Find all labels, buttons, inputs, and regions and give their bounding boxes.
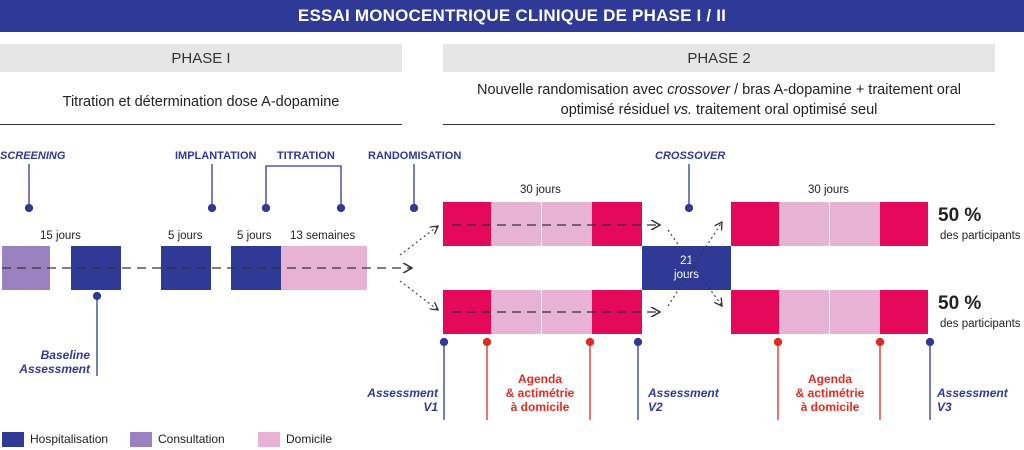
domicile-block <box>779 202 829 246</box>
assessment-text: Assessment <box>937 386 1008 400</box>
percent-top-sub: des participants <box>940 230 1021 242</box>
legend-hospitalisation-swatch <box>2 432 24 447</box>
domicile-block <box>779 290 829 334</box>
desc-text: traitement oral optimisé seul <box>692 102 878 118</box>
desc-text: / bras A-dopamine + traitement oral <box>730 82 961 98</box>
assessment-text: Assessment <box>367 386 438 400</box>
assessment-v1-label: Assessment V1 <box>362 386 438 414</box>
agenda-line: Agenda <box>517 372 562 386</box>
desc-italic: crossover <box>667 82 731 98</box>
legend-domicile-swatch <box>258 432 280 447</box>
intervention-block <box>880 290 928 334</box>
washout-block: 21 jours <box>642 246 731 290</box>
domicile-block <box>542 202 592 246</box>
intervention-block <box>443 202 491 246</box>
percent-top: 50 % <box>938 205 982 226</box>
randomisation-label: RANDOMISATION <box>368 150 462 162</box>
agenda-label-1: Agenda & actimétrie à domicile <box>494 372 586 414</box>
legend-domicile-label: Domicile <box>286 432 333 446</box>
agenda-line: & actimétrie <box>795 386 865 400</box>
percent-bottom: 50 % <box>938 293 982 314</box>
intervention-block <box>731 202 779 246</box>
baseline-assessment-label: Baseline Assessment <box>18 348 90 376</box>
intervention-block <box>592 202 642 246</box>
duration-titration: 5 jours <box>237 230 272 242</box>
domicile-block <box>830 290 880 334</box>
phase1-divider <box>0 124 402 125</box>
intervention-block <box>880 202 928 246</box>
baseline-line2: Assessment <box>19 362 90 376</box>
agenda-line: à domicile <box>510 400 570 414</box>
assessment-visit: V3 <box>937 400 952 414</box>
implantation-label: IMPLANTATION <box>175 150 257 162</box>
phase2-divider <box>443 124 995 125</box>
phase1-header-label: PHASE I <box>171 49 231 67</box>
domicile-block <box>830 202 880 246</box>
page-title: ESSAI MONOCENTRIQUE CLINIQUE DE PHASE I … <box>0 0 1024 32</box>
phase1-description: Titration et détermination dose A-dopami… <box>62 94 340 110</box>
phase2-header: PHASE 2 <box>443 44 995 72</box>
washout-unit: jours <box>674 269 699 281</box>
percent-bottom-sub: des participants <box>940 318 1021 330</box>
baseline-line1: Baseline <box>40 348 90 362</box>
duration-screening: 15 jours <box>40 230 81 242</box>
desc-text: Nouvelle randomisation avec <box>477 82 668 98</box>
duration-implantation: 5 jours <box>168 230 203 242</box>
agenda-line: à domicile <box>800 400 860 414</box>
agenda-line: & actimétrie <box>505 386 575 400</box>
assessment-text: Assessment <box>648 386 719 400</box>
assessment-v3-label: Assessment V3 <box>937 386 1008 414</box>
assessment-visit: V2 <box>648 400 663 414</box>
assessment-visit: V1 <box>423 400 438 414</box>
titration-label: TITRATION <box>277 150 335 162</box>
domicile-block <box>491 202 541 246</box>
period1-duration: 30 jours <box>520 184 561 196</box>
title-text: ESSAI MONOCENTRIQUE CLINIQUE DE PHASE I … <box>297 6 727 25</box>
legend-consultation-swatch <box>130 432 152 447</box>
phase2-header-label: PHASE 2 <box>687 49 751 67</box>
agenda-label-2: Agenda & actimétrie à domicile <box>784 372 876 414</box>
screening-label: SCREENING <box>0 150 66 162</box>
legend-hospitalisation-label: Hospitalisation <box>30 432 109 446</box>
phase2-description: Nouvelle randomisation avec crossover / … <box>443 80 995 120</box>
phase1-header: PHASE I <box>0 44 402 72</box>
period2-duration: 30 jours <box>808 184 849 196</box>
desc-italic: vs. <box>673 102 692 118</box>
agenda-line: Agenda <box>807 372 852 386</box>
duration-titration-weeks: 13 semaines <box>290 230 356 242</box>
legend-consultation-label: Consultation <box>158 432 225 446</box>
assessment-v2-label: Assessment V2 <box>648 386 719 414</box>
washout-days: 21 <box>680 255 693 267</box>
crossover-label: CROSSOVER <box>655 150 726 162</box>
desc-text: optimisé résiduel <box>560 102 674 118</box>
intervention-block <box>731 290 779 334</box>
